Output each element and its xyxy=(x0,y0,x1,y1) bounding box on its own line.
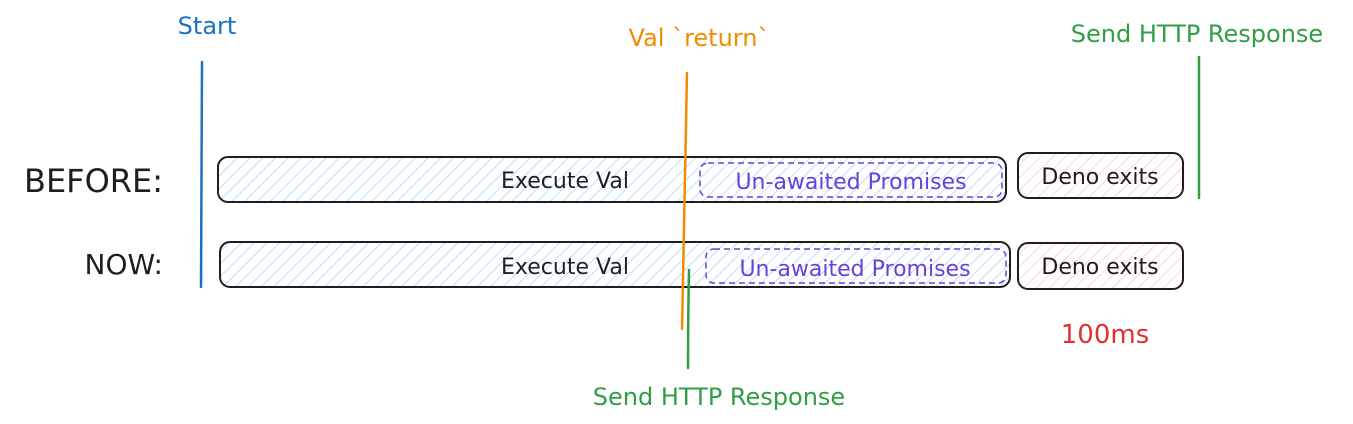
execute-val-text: Execute Val xyxy=(501,255,629,280)
row-label-now: NOW: xyxy=(85,248,163,281)
timeline-row-now: Execute Val Un-awaited Promises Deno exi… xyxy=(219,241,1184,290)
send-response-before-label: Send HTTP Response xyxy=(1071,20,1323,48)
execute-val-bar xyxy=(217,156,1007,203)
deno-exits-text: Deno exits xyxy=(1041,165,1158,190)
val-return-label: Val `return` xyxy=(629,24,770,52)
timeout-label: 100ms xyxy=(1061,320,1150,350)
execute-val-bar xyxy=(219,241,1011,288)
deno-exits-text: Deno exits xyxy=(1041,255,1158,280)
unawaited-promises-box xyxy=(699,162,1003,198)
unawaited-promises-text: Un-awaited Promises xyxy=(735,170,966,195)
send-response-now-marker-line xyxy=(686,268,691,370)
row-label-before: BEFORE: xyxy=(24,162,163,200)
unawaited-promises-box xyxy=(705,248,1007,284)
send-response-now-label: Send HTTP Response xyxy=(593,383,845,411)
unawaited-promises-text: Un-awaited Promises xyxy=(739,257,970,282)
timeline-row-before: Execute Val Un-awaited Promises Deno exi… xyxy=(217,152,1184,203)
val-return-marker-line xyxy=(680,71,689,331)
execute-val-text: Execute Val xyxy=(501,169,629,194)
start-marker-line xyxy=(199,60,204,289)
deno-exits-box xyxy=(1017,242,1184,290)
start-label: Start xyxy=(178,12,237,40)
deno-exits-box xyxy=(1017,152,1184,199)
